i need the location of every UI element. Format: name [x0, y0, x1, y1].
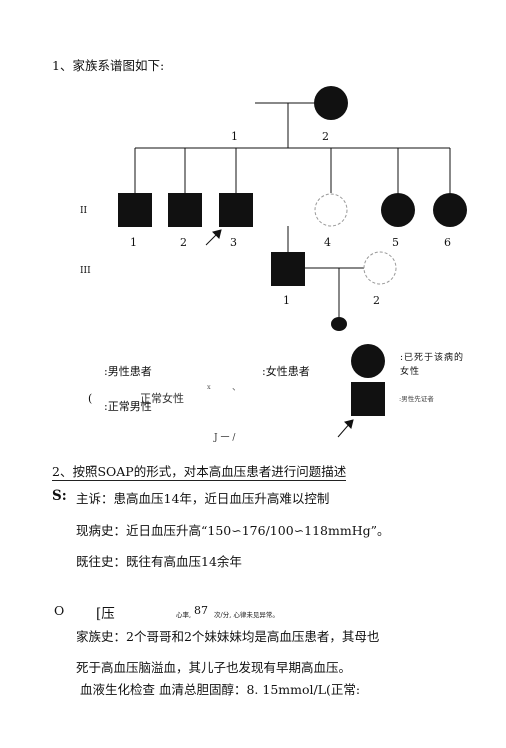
legend-normal-female: 正常女性	[140, 392, 184, 405]
s-marker: S:	[52, 488, 67, 504]
heading-soap: 2、按照SOAP的形式，对本高血压患者进行问题描述	[52, 461, 347, 481]
o-marker: O	[54, 603, 65, 618]
legend-male-proband: :男性先证者	[399, 395, 434, 403]
pedigree-II-4-normal-female	[314, 193, 348, 227]
gen-II-num-3: 3	[230, 236, 237, 249]
gen-II-label: II	[80, 206, 88, 216]
legend-male-proband-symbol	[351, 382, 385, 416]
heart-rate-value: 87	[194, 604, 208, 617]
pedigree-IV-1-child	[331, 317, 347, 331]
gen-II-num-4: 4	[324, 236, 331, 249]
present-history: 现病史：近日血压升高“150∽176/100∽118mmHg”。	[76, 523, 390, 538]
gen-I-num-1: 1	[231, 130, 238, 143]
legend-female-patient: :女性患者	[262, 365, 310, 378]
legend-paren: (	[88, 392, 93, 405]
proband-arrow-head	[212, 229, 222, 239]
legend-deceased-female-symbol	[351, 344, 385, 378]
gen-III-label: III	[80, 266, 91, 276]
heading-soap-text: 2、按照SOAP的形式，对本高血压患者进行问题描述	[52, 464, 347, 481]
pedigree-II-2-affected-male	[168, 193, 202, 227]
gen-I-num-2: 2	[322, 130, 329, 143]
gen-III-num-1: 1	[283, 294, 290, 307]
gen-III-num-2: 2	[373, 294, 380, 307]
heart-rate-prefix: 心率,	[176, 611, 192, 619]
gen-II-num-6: 6	[444, 236, 451, 249]
pedigree-II-6-affected-female	[433, 193, 467, 227]
scan-artifact-dash: J 一 /	[214, 433, 236, 443]
pedigree-III-2-normal-female	[363, 251, 397, 285]
pedigree-III-1-affected-male	[271, 252, 305, 286]
scan-artifact-x: x	[207, 383, 211, 391]
heading-family-tree: 1、家族系谱图如下:	[52, 58, 165, 73]
lab-cholesterol: 血液生化检查 血清总胆固醇：8. 15mmol/L(正常:	[80, 682, 361, 697]
chief-complaint: 主诉：患高血压14年，近日血压升高难以控制	[76, 491, 330, 506]
legend-male-patient: :男性患者	[104, 365, 152, 378]
gen-II-num-1: 1	[130, 236, 137, 249]
pedigree-II-1-affected-male	[118, 193, 152, 227]
legend-normal-male: :正常男性	[104, 400, 152, 413]
pedigree-II-5-affected-female	[381, 193, 415, 227]
pedigree-I-2-affected-female	[314, 86, 348, 120]
family-history-2: 死于高血压脑溢血，其儿子也发现有早期高血压。	[76, 660, 352, 675]
o-bracket: [压	[96, 606, 115, 622]
past-history: 既往史：既往有高血压14余年	[76, 554, 242, 569]
heart-rate-suffix: 次/分, 心律未见异常。	[214, 611, 279, 619]
gen-II-num-5: 5	[392, 236, 399, 249]
legend-deceased-female: :已死于该病的女性	[400, 353, 465, 377]
pedigree-II-3-affected-male	[219, 193, 253, 227]
family-history-1: 家族史：2个哥哥和2个妹妹妹均是高血压患者，其母也	[76, 629, 380, 644]
gen-II-num-2: 2	[180, 236, 187, 249]
scan-artifact-comma: 、	[232, 383, 242, 393]
